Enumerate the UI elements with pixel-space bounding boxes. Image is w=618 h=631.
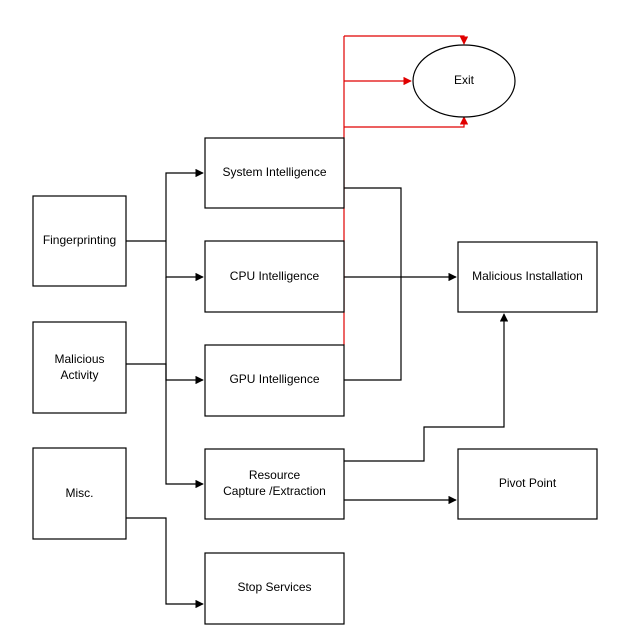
node-stop-services: Stop Services — [204, 552, 345, 625]
node-resource-capture-label-line1: Resource — [249, 468, 301, 482]
node-stop-services-label: Stop Services — [237, 580, 311, 594]
node-pivot-point: Pivot Point — [457, 448, 598, 520]
node-misc: Misc. — [32, 447, 127, 540]
node-malicious-activity-label-line1: Malicious — [54, 352, 104, 366]
edge-to-gpu-intelligence — [165, 277, 204, 385]
node-gpu-intelligence: GPU Intelligence — [204, 344, 345, 417]
node-resource-capture-label-line2: Capture /Extraction — [223, 484, 326, 498]
node-misc-label: Misc. — [66, 486, 94, 500]
node-malicious-activity-label-line2: Activity — [60, 368, 98, 382]
node-exit: Exit — [412, 44, 516, 118]
edge-resource-capture-to-installation — [344, 313, 509, 462]
node-malicious-installation: Malicious Installation — [457, 241, 598, 313]
node-malicious-activity: Malicious Activity — [32, 321, 127, 414]
edge-exit-top — [344, 35, 469, 45]
node-exit-label: Exit — [454, 73, 475, 87]
node-resource-capture: Resource Capture /Extraction — [204, 448, 345, 520]
node-gpu-intelligence-label: GPU Intelligence — [229, 372, 319, 386]
node-system-intelligence-label: System Intelligence — [222, 165, 326, 179]
edge-system-intelligence-to-installation — [344, 187, 402, 277]
node-system-intelligence: System Intelligence — [204, 137, 345, 209]
edge-misc-to-stop-services — [126, 517, 204, 609]
edge-to-cpu-intelligence — [165, 241, 204, 282]
edge-exit-bottom — [344, 116, 469, 128]
node-fingerprinting: Fingerprinting — [32, 195, 127, 287]
node-pivot-point-label: Pivot Point — [499, 476, 557, 490]
edge-to-system-intelligence — [165, 168, 204, 241]
edge-gpu-intelligence-to-installation — [344, 277, 402, 381]
node-cpu-intelligence-label: CPU Intelligence — [230, 269, 320, 283]
node-malicious-installation-label: Malicious Installation — [472, 269, 583, 283]
node-fingerprinting-label: Fingerprinting — [43, 233, 116, 247]
edge-malicious-activity-to-resource-capture — [126, 363, 204, 489]
node-cpu-intelligence: CPU Intelligence — [204, 240, 345, 313]
